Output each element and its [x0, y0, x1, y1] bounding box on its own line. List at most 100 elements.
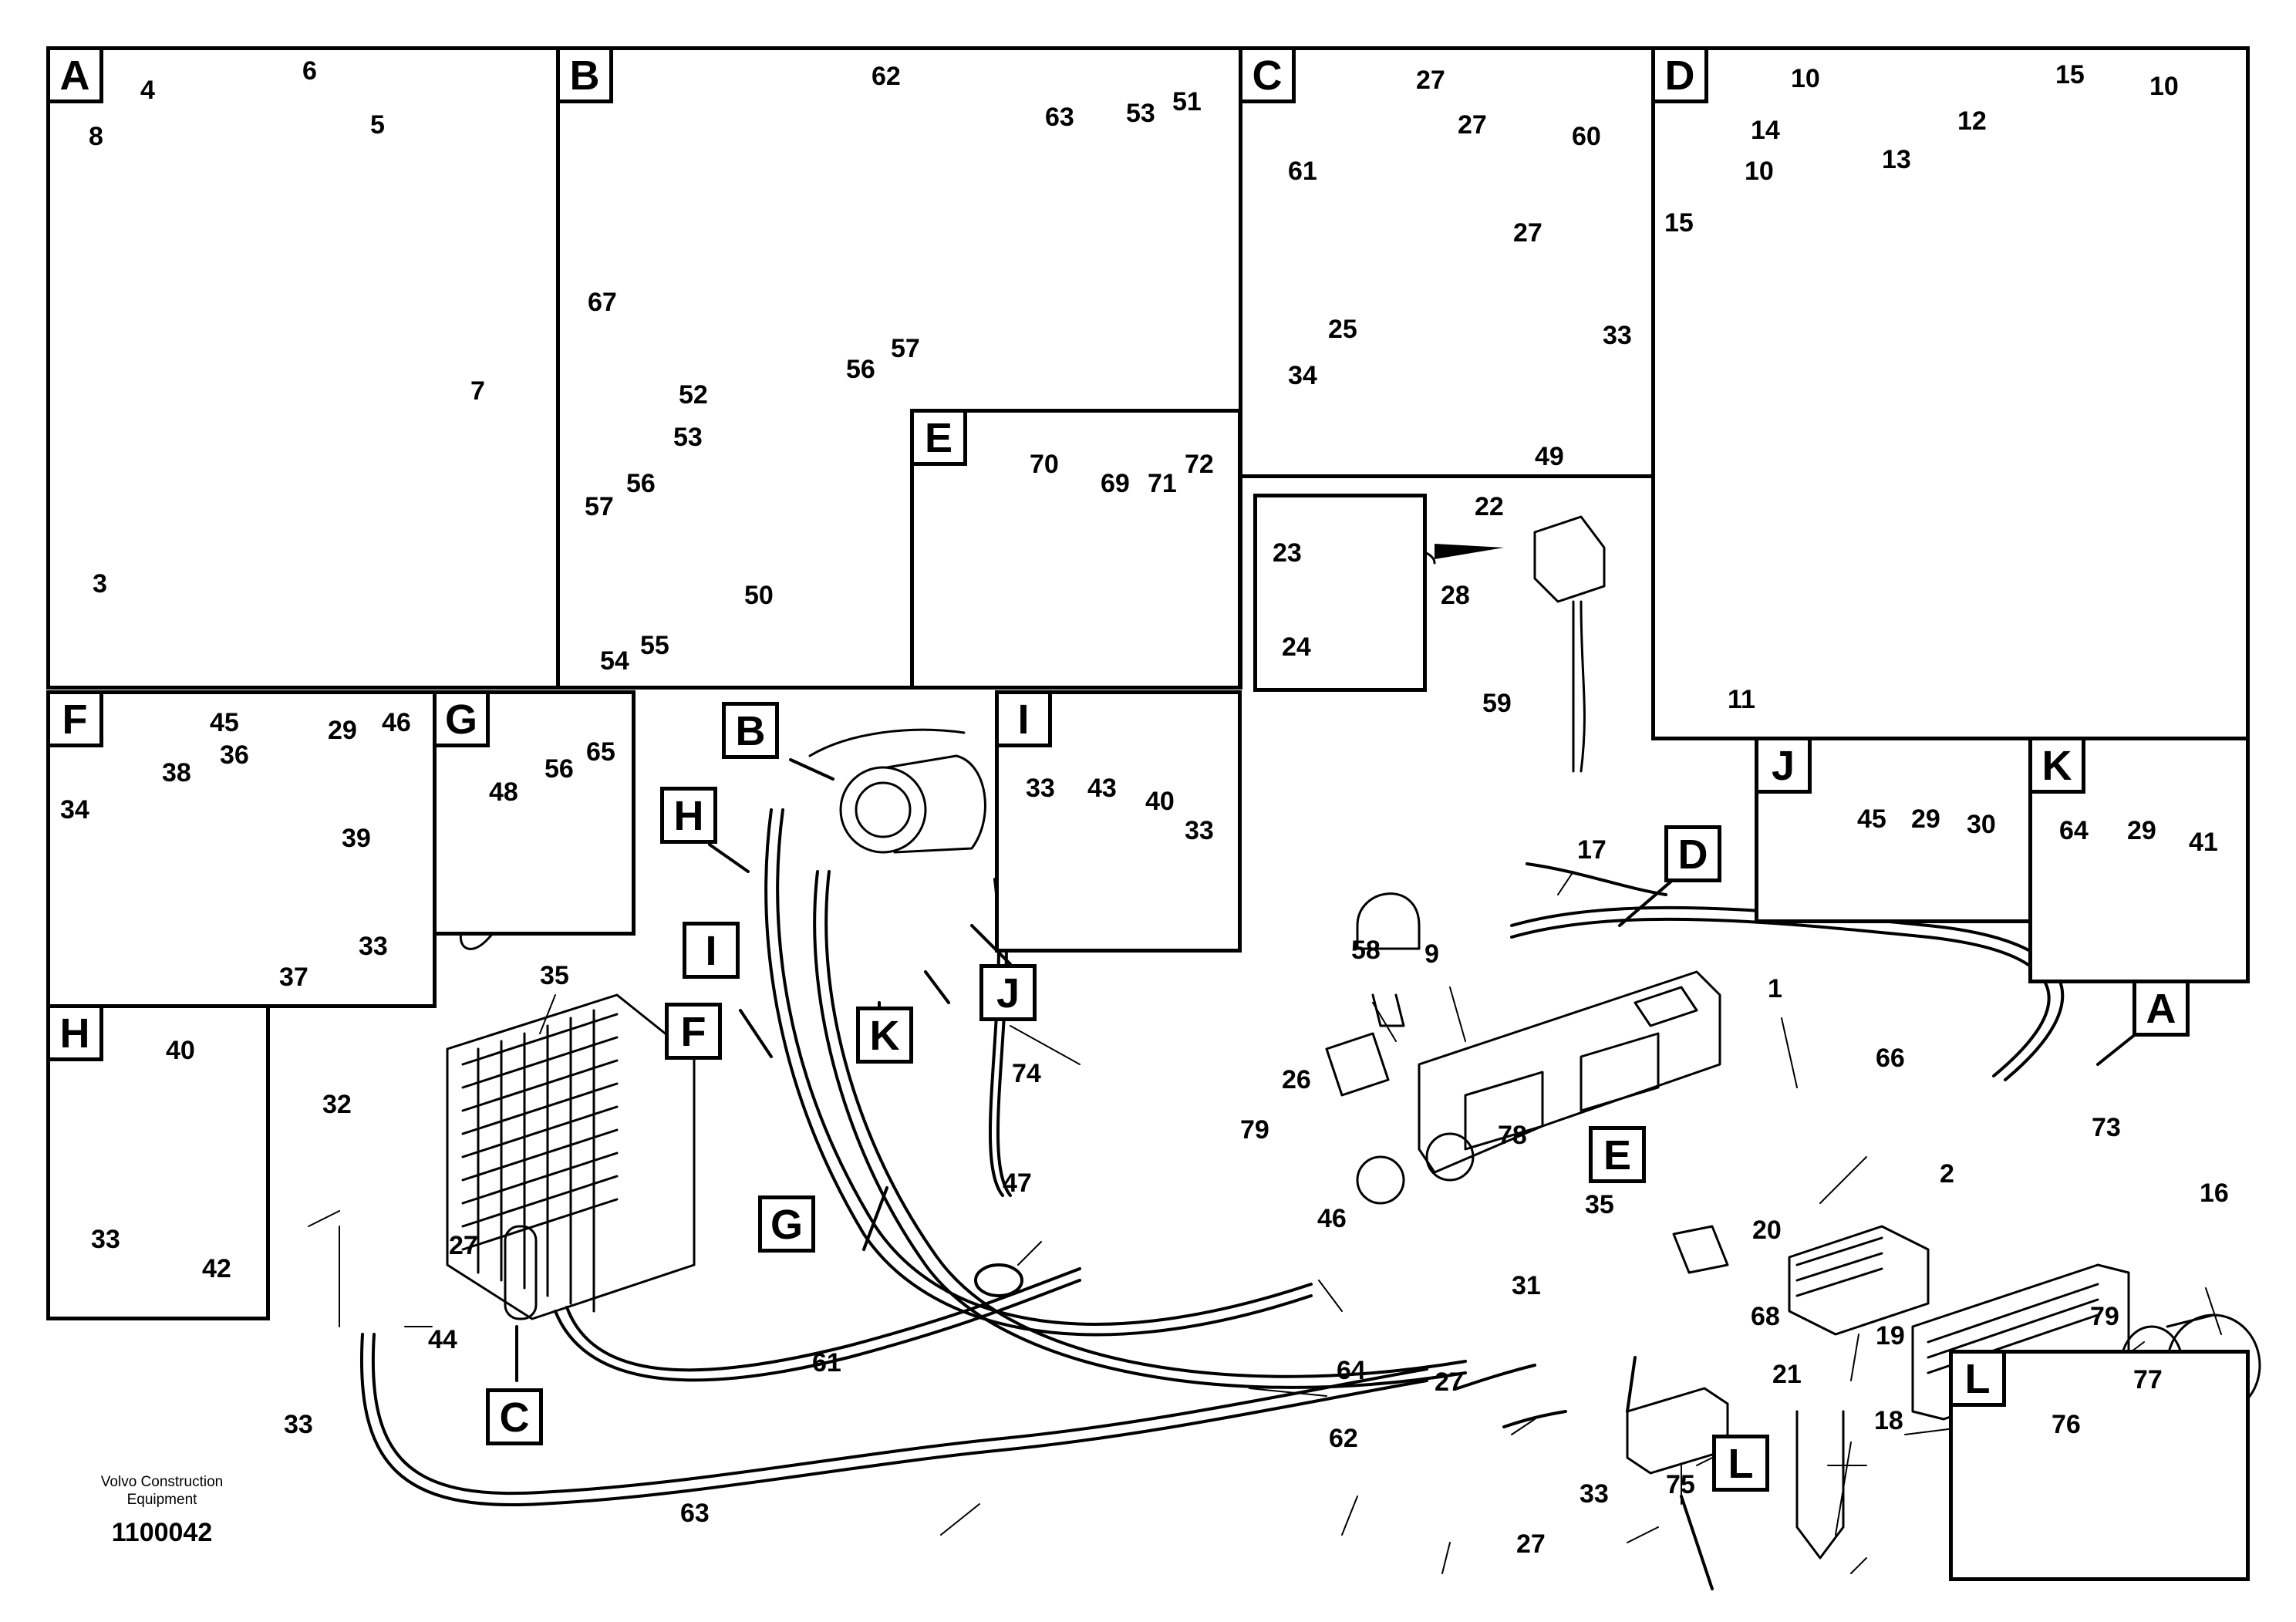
part-number: 28	[1441, 581, 1470, 610]
hose-lines-drawing	[360, 808, 2064, 1506]
part-number: 76	[2052, 1410, 2081, 1439]
part-number: 18	[1874, 1406, 1903, 1435]
part-number: 20	[1752, 1216, 1782, 1245]
panel-g	[433, 690, 636, 936]
part-number: 68	[1751, 1302, 1780, 1331]
part-number: 23	[1273, 538, 1302, 568]
callout-h: H	[660, 787, 717, 844]
panel-d-letter: D	[1651, 46, 1708, 103]
part-number: 6	[302, 56, 317, 86]
panel-j	[1755, 737, 2032, 923]
part-number: 37	[279, 963, 308, 992]
panel-k-letter: K	[2028, 737, 2085, 794]
part-number: 51	[1172, 87, 1202, 116]
part-number: 47	[1003, 1168, 1032, 1198]
callout-pointers	[515, 758, 2138, 1590]
part-number: 53	[673, 423, 703, 452]
part-number: 17	[1577, 835, 1607, 865]
part-number: 39	[342, 824, 371, 853]
part-number: 53	[1126, 99, 1155, 128]
part-number: 7	[470, 376, 485, 406]
part-number: 2	[1940, 1159, 1954, 1189]
part-number: 72	[1185, 450, 1214, 479]
part-number: 71	[1148, 469, 1177, 498]
part-number: 12	[1957, 106, 1987, 136]
part-number: 49	[1535, 442, 1564, 471]
part-number: 29	[1911, 804, 1940, 834]
part-number: 11	[1728, 685, 1755, 714]
part-number: 56	[544, 754, 574, 784]
part-number: 13	[1882, 145, 1911, 174]
part-number: 52	[679, 380, 708, 410]
part-number: 57	[891, 334, 920, 363]
part-number: 63	[680, 1499, 710, 1528]
part-number: 10	[1745, 157, 1774, 186]
part-number: 42	[202, 1254, 231, 1283]
part-number: 46	[1317, 1204, 1347, 1233]
part-number: 32	[322, 1090, 352, 1119]
part-number: 45	[210, 708, 239, 737]
part-number: 48	[489, 777, 518, 807]
callout-l: L	[1712, 1435, 1769, 1492]
part-number: 46	[382, 708, 411, 737]
part-number: 27	[1513, 218, 1542, 248]
part-number: 65	[586, 737, 615, 767]
part-number: 30	[1967, 810, 1996, 839]
part-number: 41	[2189, 828, 2218, 857]
part-number: 54	[600, 646, 629, 676]
part-number: 61	[1288, 157, 1317, 186]
part-number: 61	[812, 1348, 841, 1378]
part-number: 15	[2055, 60, 2085, 89]
part-number: 27	[1516, 1529, 1546, 1559]
part-number: 19	[1876, 1321, 1905, 1351]
part-number: 33	[1580, 1479, 1609, 1509]
part-number: 77	[2133, 1365, 2163, 1394]
part-number: 36	[220, 740, 249, 770]
part-number: 24	[1282, 632, 1311, 662]
part-number: 21	[1772, 1360, 1802, 1389]
part-number: 27	[1458, 110, 1487, 140]
part-number: 58	[1351, 936, 1381, 965]
part-number: 15	[1664, 208, 1694, 238]
part-number: 78	[1498, 1121, 1527, 1150]
panel-switch	[1253, 494, 1427, 692]
part-number: 22	[1475, 492, 1504, 521]
panel-c-letter: C	[1239, 46, 1296, 103]
panel-f-letter: F	[46, 690, 103, 747]
part-number: 31	[1512, 1271, 1541, 1300]
callout-b: B	[722, 702, 779, 759]
part-number: 34	[1288, 361, 1317, 390]
part-number: 64	[1337, 1356, 1366, 1385]
part-number: 44	[428, 1325, 457, 1354]
part-number: 35	[1585, 1190, 1614, 1219]
brand-label: Volvo Construction Equipment	[62, 1473, 262, 1509]
part-number: 64	[2059, 816, 2089, 845]
callout-e: E	[1589, 1126, 1646, 1183]
panel-d	[1651, 46, 2250, 740]
part-number: 55	[640, 631, 669, 660]
part-number: 75	[1666, 1470, 1695, 1499]
part-number: 33	[1026, 774, 1055, 803]
part-number: 50	[744, 581, 774, 610]
callout-d: D	[1664, 825, 1721, 882]
leader-lines	[308, 871, 2222, 1574]
part-number: 27	[1435, 1367, 1464, 1397]
part-number: 34	[60, 795, 89, 824]
part-number: 27	[1416, 66, 1445, 95]
panel-a-letter: A	[46, 46, 103, 103]
part-number: 25	[1328, 315, 1357, 344]
part-number: 14	[1751, 116, 1780, 145]
part-number: 33	[284, 1410, 313, 1439]
part-number: 16	[2200, 1179, 2229, 1208]
brand-line-1: Volvo Construction	[100, 1474, 224, 1490]
part-number: 33	[1185, 816, 1214, 845]
part-number: 35	[540, 961, 569, 990]
part-number: 62	[1329, 1424, 1358, 1453]
panel-a	[46, 46, 560, 690]
part-number: 59	[1482, 689, 1512, 718]
drawing-number: 1100042	[111, 1518, 213, 1547]
part-number: 40	[166, 1036, 195, 1065]
callout-c: C	[486, 1388, 543, 1445]
part-number: 4	[140, 76, 155, 105]
part-number: 8	[89, 122, 103, 151]
